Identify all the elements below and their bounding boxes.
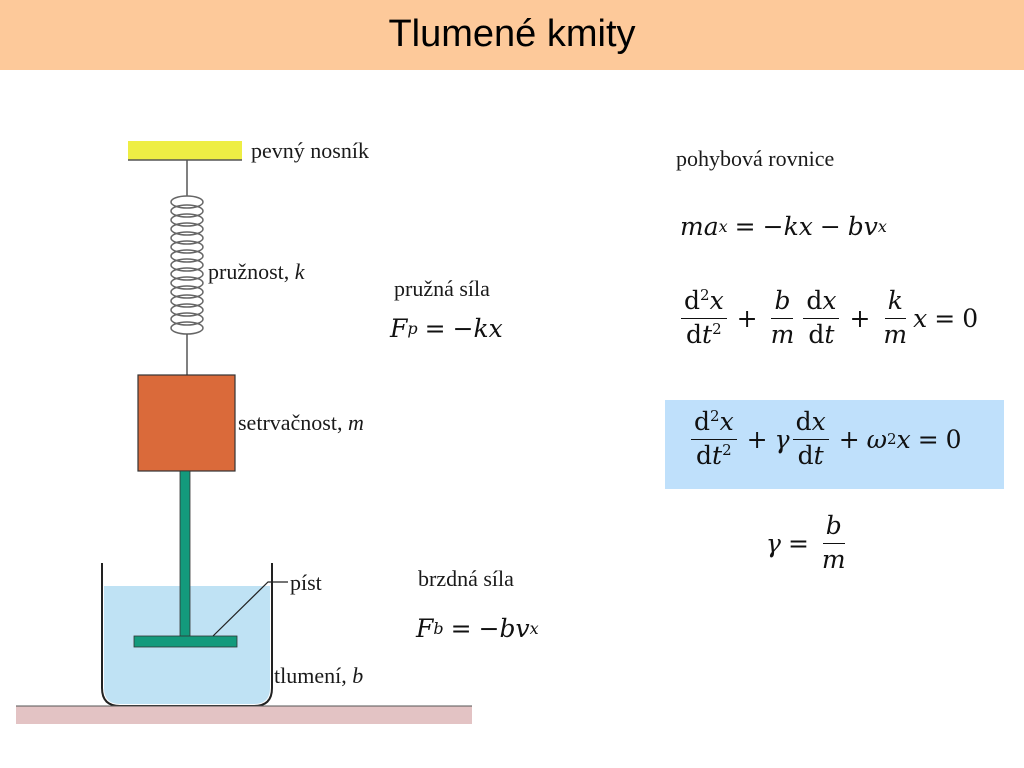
fixed-beam bbox=[128, 141, 242, 160]
piston-plate bbox=[133, 635, 238, 648]
label-damping: tlumení, b bbox=[274, 663, 364, 688]
slide-title: Tlumené kmity bbox=[388, 13, 636, 55]
mass-block bbox=[137, 374, 236, 472]
label-fixed-beam: pevný nosník bbox=[251, 138, 369, 163]
highlighted-equation-box bbox=[665, 400, 1004, 489]
piston-leader-line bbox=[212, 581, 288, 637]
spring-coils bbox=[170, 195, 204, 335]
motion-heading: pohybová rovnice bbox=[676, 146, 835, 171]
label-piston: píst bbox=[290, 570, 322, 595]
piston-rod bbox=[179, 470, 191, 639]
label-mass: setrvačnost, m bbox=[238, 410, 364, 435]
label-spring: pružnost, k bbox=[208, 259, 305, 284]
ground bbox=[16, 706, 472, 724]
title-bar bbox=[0, 0, 1024, 70]
elastic-force-heading: pružná síla bbox=[394, 276, 490, 301]
brake-force-heading: brzdná síla bbox=[418, 566, 514, 591]
